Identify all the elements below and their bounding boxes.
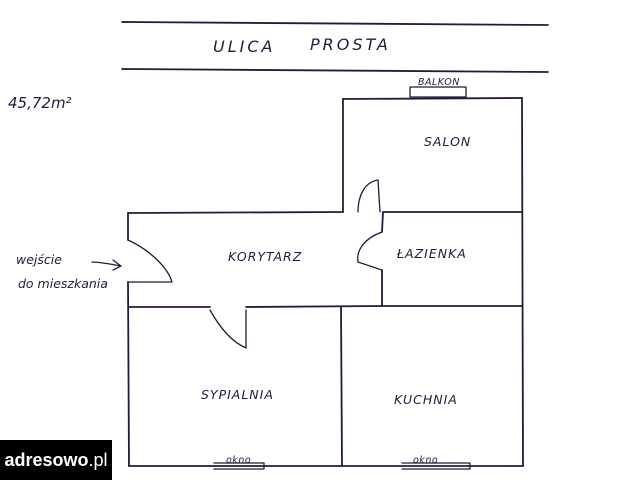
- balcony-marker: [409, 86, 467, 98]
- right-outer-wall: [521, 97, 524, 467]
- entrance-arrow: [91, 259, 122, 271]
- entrance-door-swing: [127, 239, 173, 283]
- adresowo-logo: adresowo.pl: [0, 440, 112, 480]
- salon-label: SALON: [424, 134, 471, 149]
- area-label: 45,72m²: [8, 94, 72, 112]
- street-word-prosta: PROSTA: [310, 35, 391, 54]
- kitchen-label: KUCHNIA: [394, 392, 458, 407]
- street-line-top: [121, 21, 549, 26]
- bedroom-kitchen-wall: [340, 306, 343, 467]
- bathroom-label: ŁAZIENKA: [396, 246, 467, 261]
- street-line-bottom: [121, 68, 549, 73]
- kitchen-window: [401, 462, 471, 470]
- logo-name: adresowo: [4, 449, 89, 470]
- balcony-label: BALKON: [418, 77, 460, 88]
- entrance-label-line1: wejście: [16, 252, 62, 267]
- street-word-ulica: ULICA: [213, 37, 275, 56]
- kitchen-window-label: okno: [413, 455, 438, 466]
- left-wall-lower: [127, 281, 130, 467]
- bath-door-swing: [357, 231, 383, 271]
- corridor-label: KORYTARZ: [228, 249, 302, 264]
- bath-left-wall: [381, 211, 384, 233]
- corridor-top-wall: [127, 211, 344, 214]
- bedroom-window-label: okno: [226, 455, 251, 466]
- corridor-bottom-wall-mid: [245, 305, 383, 308]
- bedroom-label: SYPIALNIA: [201, 387, 274, 402]
- bedroom-window: [213, 462, 265, 470]
- salon-door-swing: [357, 179, 381, 213]
- logo-tld: .pl: [88, 449, 108, 470]
- entrance-label-line2: do mieszkania: [18, 276, 108, 291]
- salon-top-wall: [342, 97, 523, 100]
- bedroom-door-swing: [209, 309, 247, 349]
